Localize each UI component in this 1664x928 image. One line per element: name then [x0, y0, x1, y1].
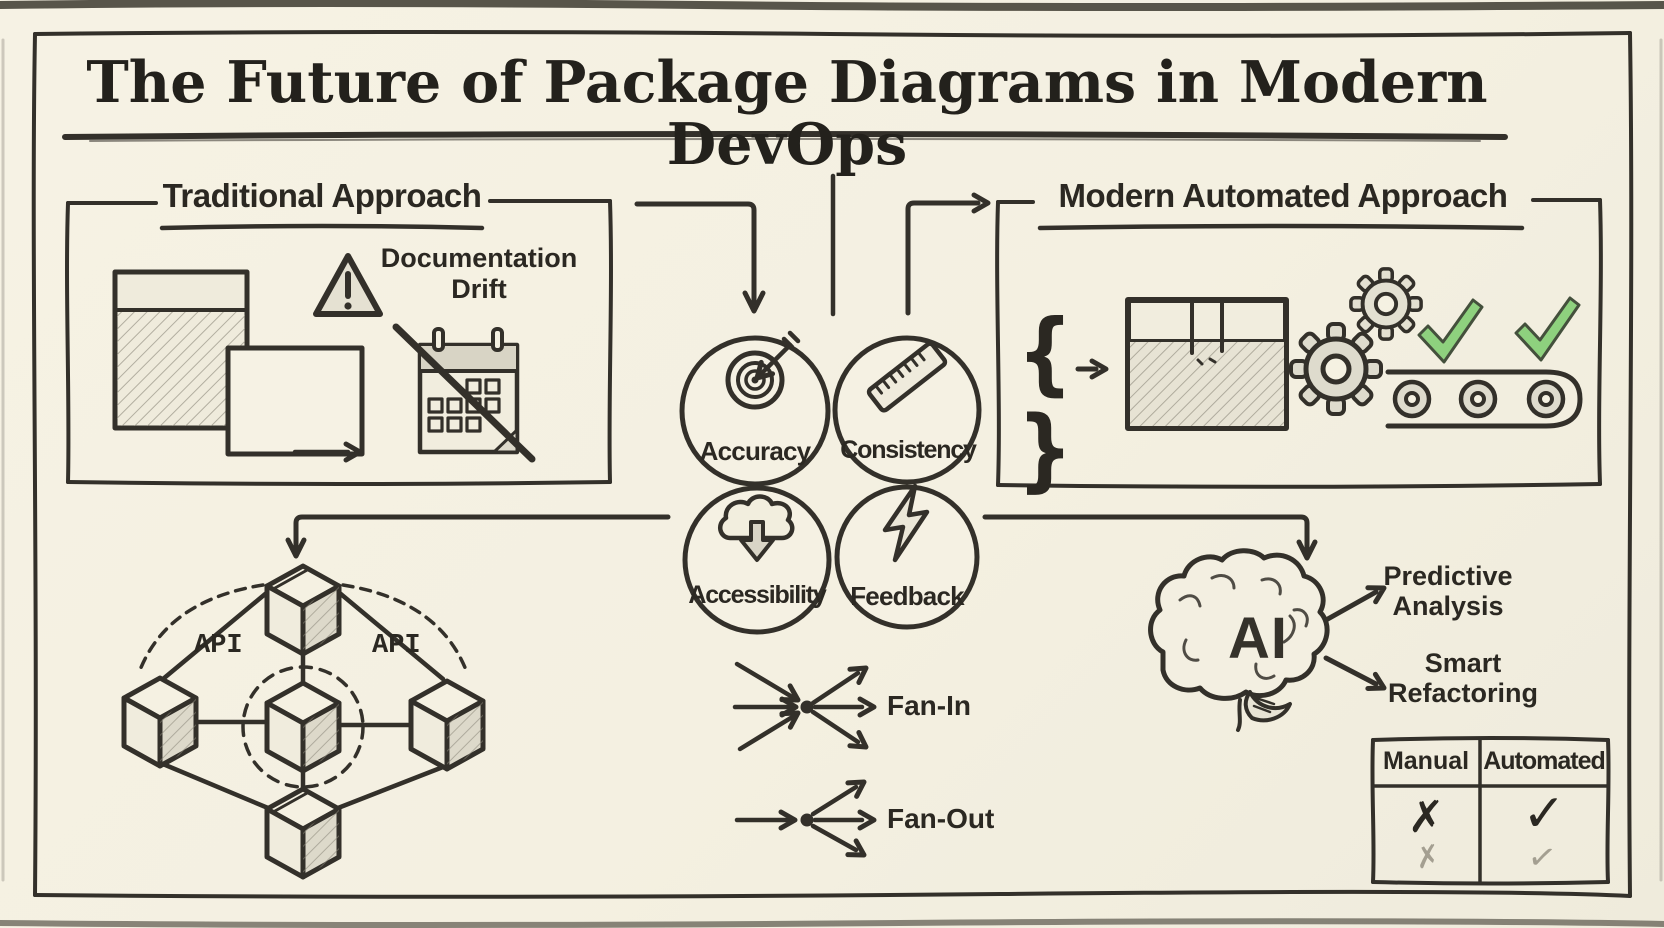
conveyor-icon — [1385, 369, 1583, 429]
cube-center — [267, 683, 339, 771]
api-arc-right — [341, 583, 468, 672]
api-label-right: API — [372, 631, 421, 661]
table-cell-automated-check: ✓ — [1522, 784, 1566, 844]
connector-to-cubes — [285, 514, 671, 559]
lightning-icon — [882, 483, 930, 563]
documentation-drift-label: Documentation Drift — [380, 243, 578, 304]
feedback-circle — [834, 484, 980, 630]
fan-in-diagram — [732, 661, 874, 753]
accessibility-label: Accessibility — [688, 581, 826, 609]
boundary-dashed-circle — [241, 665, 365, 789]
gear-small-icon — [1349, 267, 1423, 341]
cube-right — [411, 681, 483, 769]
principle-circles — [679, 335, 982, 635]
connector-from-traditional — [634, 201, 766, 314]
accuracy-label: Accuracy — [699, 436, 811, 466]
cloud-download-icon — [717, 494, 795, 562]
consistency-label: Consistency — [840, 436, 977, 464]
ai-brain-label: AI — [1228, 606, 1288, 671]
arrow-refactoring — [1323, 655, 1388, 695]
table-cell-manual-x-faded: ✗ — [1412, 838, 1444, 877]
brain-icon — [1148, 548, 1330, 732]
title-rule — [62, 131, 1508, 142]
predictive-analysis-label: Predictive Analysis — [1383, 561, 1513, 621]
feedback-label: Feedback — [850, 581, 964, 611]
api-arc-left — [138, 583, 265, 672]
accuracy-circle — [679, 335, 831, 487]
outer-frame — [31, 30, 1634, 899]
api-label-left: API — [194, 631, 243, 661]
checkmark-icon — [1417, 296, 1581, 364]
page-title: The Future of Package Diagrams in Modern… — [86, 49, 1488, 178]
cube-left — [124, 678, 196, 766]
fan-out-diagram — [734, 775, 874, 862]
table-cell-manual-x: ✗ — [1407, 792, 1445, 843]
connector-to-brain — [982, 514, 1318, 561]
blank-sheet-icon — [225, 345, 365, 460]
fan-out-label: Fan-Out — [887, 803, 995, 834]
document-icon — [112, 269, 250, 431]
target-icon — [725, 330, 801, 410]
comparison-table-grid — [1370, 736, 1611, 886]
table-header-automated: Automated — [1483, 747, 1606, 775]
connector-to-modern — [905, 195, 988, 316]
gear-large-icon — [1289, 322, 1383, 416]
cube-bottom — [267, 789, 339, 877]
calendar-icon — [392, 323, 536, 463]
table-header-manual: Manual — [1382, 747, 1470, 775]
traditional-approach-label: Traditional Approach — [162, 177, 482, 214]
arrow-braces-to-package — [1075, 361, 1106, 377]
package-icon — [1125, 297, 1289, 431]
traditional-box — [65, 199, 613, 486]
warning-icon — [313, 253, 383, 317]
consistency-circle — [832, 335, 982, 485]
arrow-predictive — [1323, 581, 1388, 623]
ruler-icon — [866, 341, 948, 413]
cube-top — [267, 566, 339, 654]
modern-box — [995, 198, 1603, 489]
strike-line — [392, 323, 536, 463]
dependency-lines — [160, 587, 446, 811]
code-braces-label: { } — [1017, 301, 1073, 503]
fan-in-label: Fan-In — [887, 690, 971, 721]
table-cell-automated-check-faded: ✓ — [1524, 836, 1560, 880]
smart-refactoring-label: Smart Refactoring — [1387, 648, 1539, 708]
modern-approach-label: Modern Automated Approach — [1058, 177, 1508, 214]
package-diagram — [124, 566, 483, 877]
